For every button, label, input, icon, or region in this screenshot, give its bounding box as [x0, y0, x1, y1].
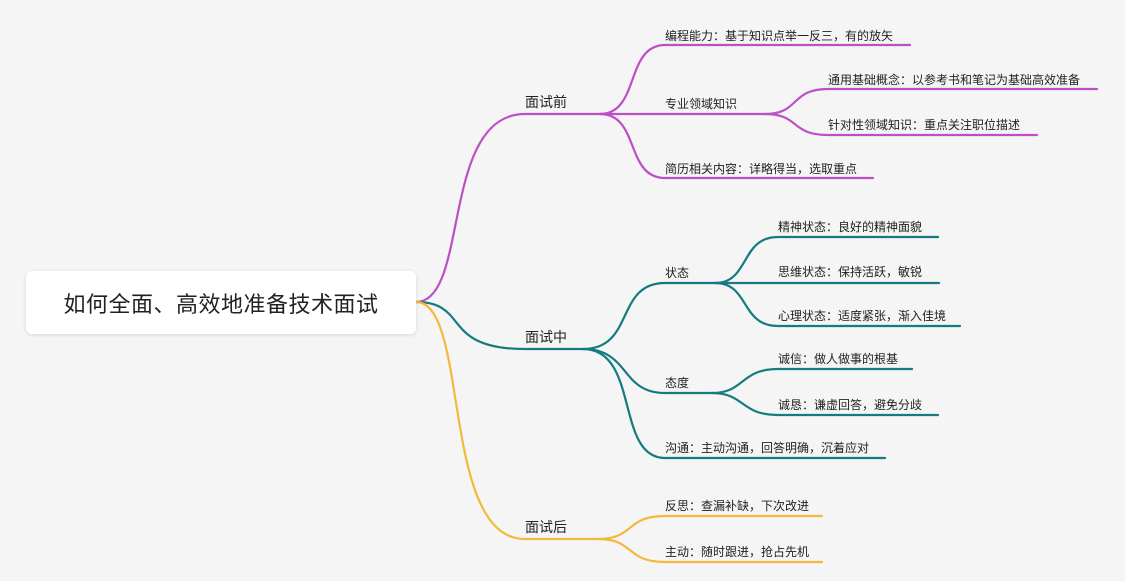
- connector-domain-general: [763, 87, 1099, 116]
- connector-after-initiative: [596, 537, 824, 564]
- connector-during-state: [581, 281, 717, 351]
- node-after[interactable]: 面试后: [525, 520, 567, 536]
- connector-state-mental: [713, 281, 962, 328]
- node-during[interactable]: 面试中: [525, 330, 567, 346]
- node-targeted[interactable]: 针对性领域知识：重点关注职位描述: [828, 118, 1021, 132]
- node-coding[interactable]: 编程能力：基于知识点举一反三，有的放矢: [665, 29, 894, 43]
- connector-root-before: [414, 112, 602, 304]
- node-thinking[interactable]: 思维状态：保持活跃，敏锐: [778, 265, 923, 279]
- node-spirit[interactable]: 精神状态：良好的精神面貌: [778, 220, 923, 234]
- node-before[interactable]: 面试前: [525, 95, 567, 111]
- connector-before-coding: [598, 43, 912, 116]
- node-domain[interactable]: 专业领域知识: [665, 97, 738, 111]
- node-state[interactable]: 状态: [665, 266, 690, 280]
- root-title: 如何全面、高效地准备技术面试: [63, 292, 379, 318]
- node-sincerity[interactable]: 诚恳：谦虚回答，避免分歧: [778, 398, 923, 412]
- connector-root-after: [414, 300, 600, 541]
- node-mental[interactable]: 心理状态：适度紧张，渐入佳境: [778, 309, 947, 323]
- connector-before-resume: [598, 112, 875, 180]
- node-reflection[interactable]: 反思：查漏补缺，下次改进: [665, 499, 810, 513]
- node-general[interactable]: 通用基础概念：以参考书和笔记为基础高效准备: [828, 73, 1081, 87]
- connector-root-during: [414, 300, 585, 351]
- connector-state-spirit: [713, 235, 940, 285]
- root-node[interactable]: 如何全面、高效地准备技术面试: [26, 271, 416, 334]
- node-communication[interactable]: 沟通：主动沟通，回答明确，沉着应对: [665, 441, 870, 455]
- node-attitude[interactable]: 态度: [665, 376, 690, 390]
- connector-attitude-integrity: [710, 367, 914, 395]
- connector-domain-targeted: [763, 112, 1039, 137]
- connector-during-communication: [581, 347, 887, 460]
- node-initiative[interactable]: 主动：随时跟进，抢占先机: [665, 545, 810, 559]
- connector-after-reflection: [596, 514, 824, 541]
- connector-attitude-sincerity: [710, 391, 940, 417]
- node-resume[interactable]: 简历相关内容：详略得当，选取重点: [665, 162, 858, 176]
- node-integrity[interactable]: 诚信：做人做事的根基: [778, 352, 899, 366]
